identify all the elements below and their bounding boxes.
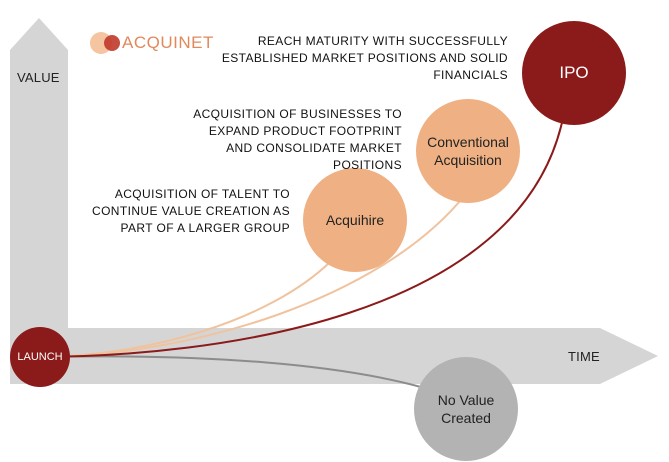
launch-circle [10,327,70,387]
ipo-circle [522,21,626,125]
conventional-label-text: Conventional Acquisition [427,134,509,168]
acquihire-note: ACQUISITION OF TALENT TO CONTINUE VALUE … [92,187,290,235]
launch-label-text: LAUNCH [17,351,63,363]
acquihire-label-text: Acquihire [325,212,385,228]
acquinet-logo-text: ACQUINET [122,33,214,52]
ipo-label: IPO [524,53,624,93]
no-value-circle [414,357,518,461]
ipo-path [39,117,564,358]
conventional-label: Conventional Acquisition [420,128,516,174]
no-value-label-text: No Value Created [437,392,495,426]
time-axis-label: TIME [568,349,600,364]
conventional-note: ACQUISITION OF BUSINESSES TO EXPAND PROD… [193,107,402,172]
conventional-path [39,194,466,358]
acquihire-circle [303,168,407,272]
acquinet-logo-mark [90,32,120,54]
ipo-label-text: IPO [559,63,589,82]
no-value-label: No Value Created [420,386,512,432]
value-axis-label: VALUE [17,70,60,85]
launch-label: LAUNCH [10,343,70,371]
value-axis-arrow [10,18,68,340]
ipo-note: REACH MATURITY WITH SUCCESSFULLY ESTABLI… [221,34,508,82]
acquihire-label: Acquihire [305,205,405,235]
conventional-circle [416,99,520,203]
